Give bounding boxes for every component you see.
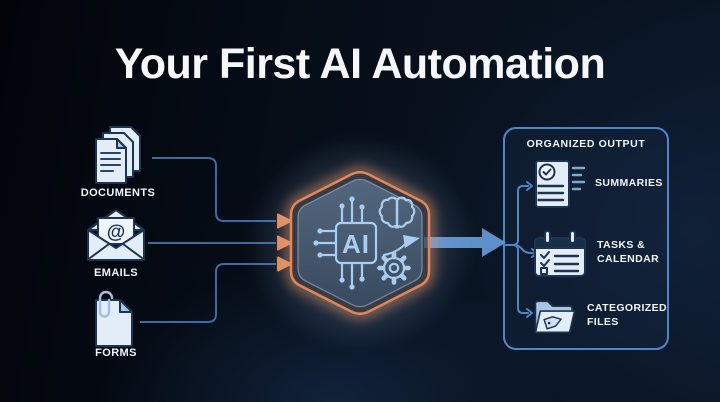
input-arrowhead-forms [277, 256, 292, 272]
forms-label: FORMS [95, 347, 137, 359]
ai-hexagon [289, 171, 431, 315]
connector-documents [152, 157, 276, 222]
input-arrowhead-documents [277, 213, 292, 229]
documents-icon [95, 126, 141, 184]
ai-hexagon-inner [297, 178, 423, 308]
process-arrow-icon [382, 235, 420, 257]
organized-output-panel: ORGANIZED OUTPUT [503, 127, 669, 350]
hexagon-glow [248, 138, 472, 348]
tasks-calendar-icon [534, 230, 586, 277]
tasks-calendar-label: TASKS & CALENDAR [597, 239, 660, 265]
organized-output-title: ORGANIZED OUTPUT [526, 138, 646, 150]
email-at-symbol: @ [107, 222, 126, 243]
output-item-categorized-files: CATEGORIZED FILES [533, 290, 667, 342]
summaries-label: SUMMARIES [595, 177, 663, 190]
ai-chip-label: AI [342, 229, 370, 259]
input-arrowhead-emails [277, 235, 292, 251]
forms-icon [95, 290, 133, 347]
gear-icon [377, 251, 411, 285]
emails-icon: @ [87, 209, 145, 261]
output-item-summaries: SUMMARIES [533, 158, 667, 210]
output-arrow [424, 228, 506, 257]
page-title: Your First AI Automation [114, 40, 606, 88]
ai-chip-icon: AI [313, 196, 378, 290]
brain-icon [378, 196, 416, 229]
output-item-tasks-calendar: TASKS & CALENDAR [533, 227, 667, 279]
categorized-files-label: CATEGORIZED FILES [586, 302, 667, 328]
summaries-icon [535, 160, 585, 208]
documents-label: DOCUMENTS [80, 187, 156, 199]
emails-label: EMAILS [94, 267, 138, 279]
categorized-files-icon [534, 300, 576, 334]
